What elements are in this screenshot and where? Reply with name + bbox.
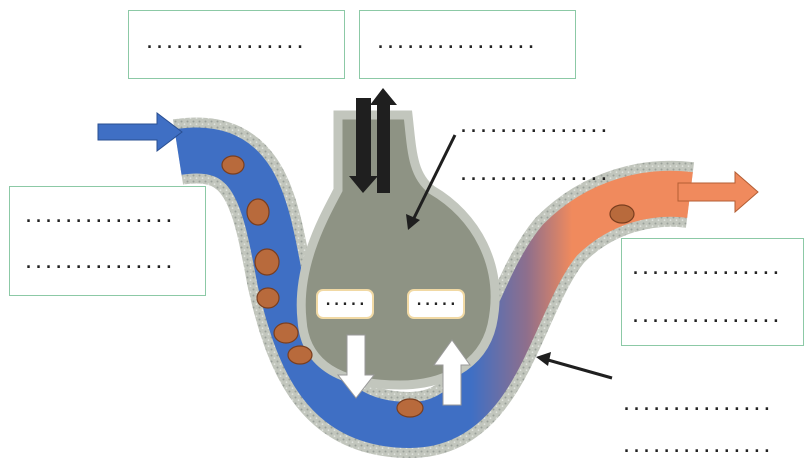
label-left-2: ............... [24, 256, 174, 271]
blood-cell [274, 323, 298, 343]
tissue-cell-body [301, 115, 495, 385]
label-right-1: ............... [631, 262, 781, 277]
label-right-lower-1: ............... [622, 398, 772, 413]
blood-cell [288, 346, 312, 364]
label-left-1: ............... [24, 210, 174, 225]
blood-cell [257, 288, 279, 308]
label-inner-left[interactable]: ..... [316, 289, 374, 319]
label-right-2: ............... [631, 310, 781, 325]
label-top-left: ................ [145, 36, 306, 51]
label-right-upper-1: ............... [459, 120, 609, 135]
blood-cell [222, 156, 244, 174]
blood-cell [610, 205, 634, 223]
pointer-arrow-icon [536, 352, 612, 378]
inflow-arrow-icon [98, 113, 182, 151]
label-right-lower-2: ............... [622, 440, 772, 455]
label-right-upper-2: ............... [459, 168, 609, 183]
blood-cell [397, 399, 423, 417]
label-box-left[interactable] [9, 186, 206, 296]
blood-cell [247, 199, 269, 225]
label-top-right: ................ [376, 36, 537, 51]
label-box-right[interactable] [621, 238, 804, 346]
label-inner-right[interactable]: ..... [407, 289, 465, 319]
blood-cell [255, 249, 279, 275]
